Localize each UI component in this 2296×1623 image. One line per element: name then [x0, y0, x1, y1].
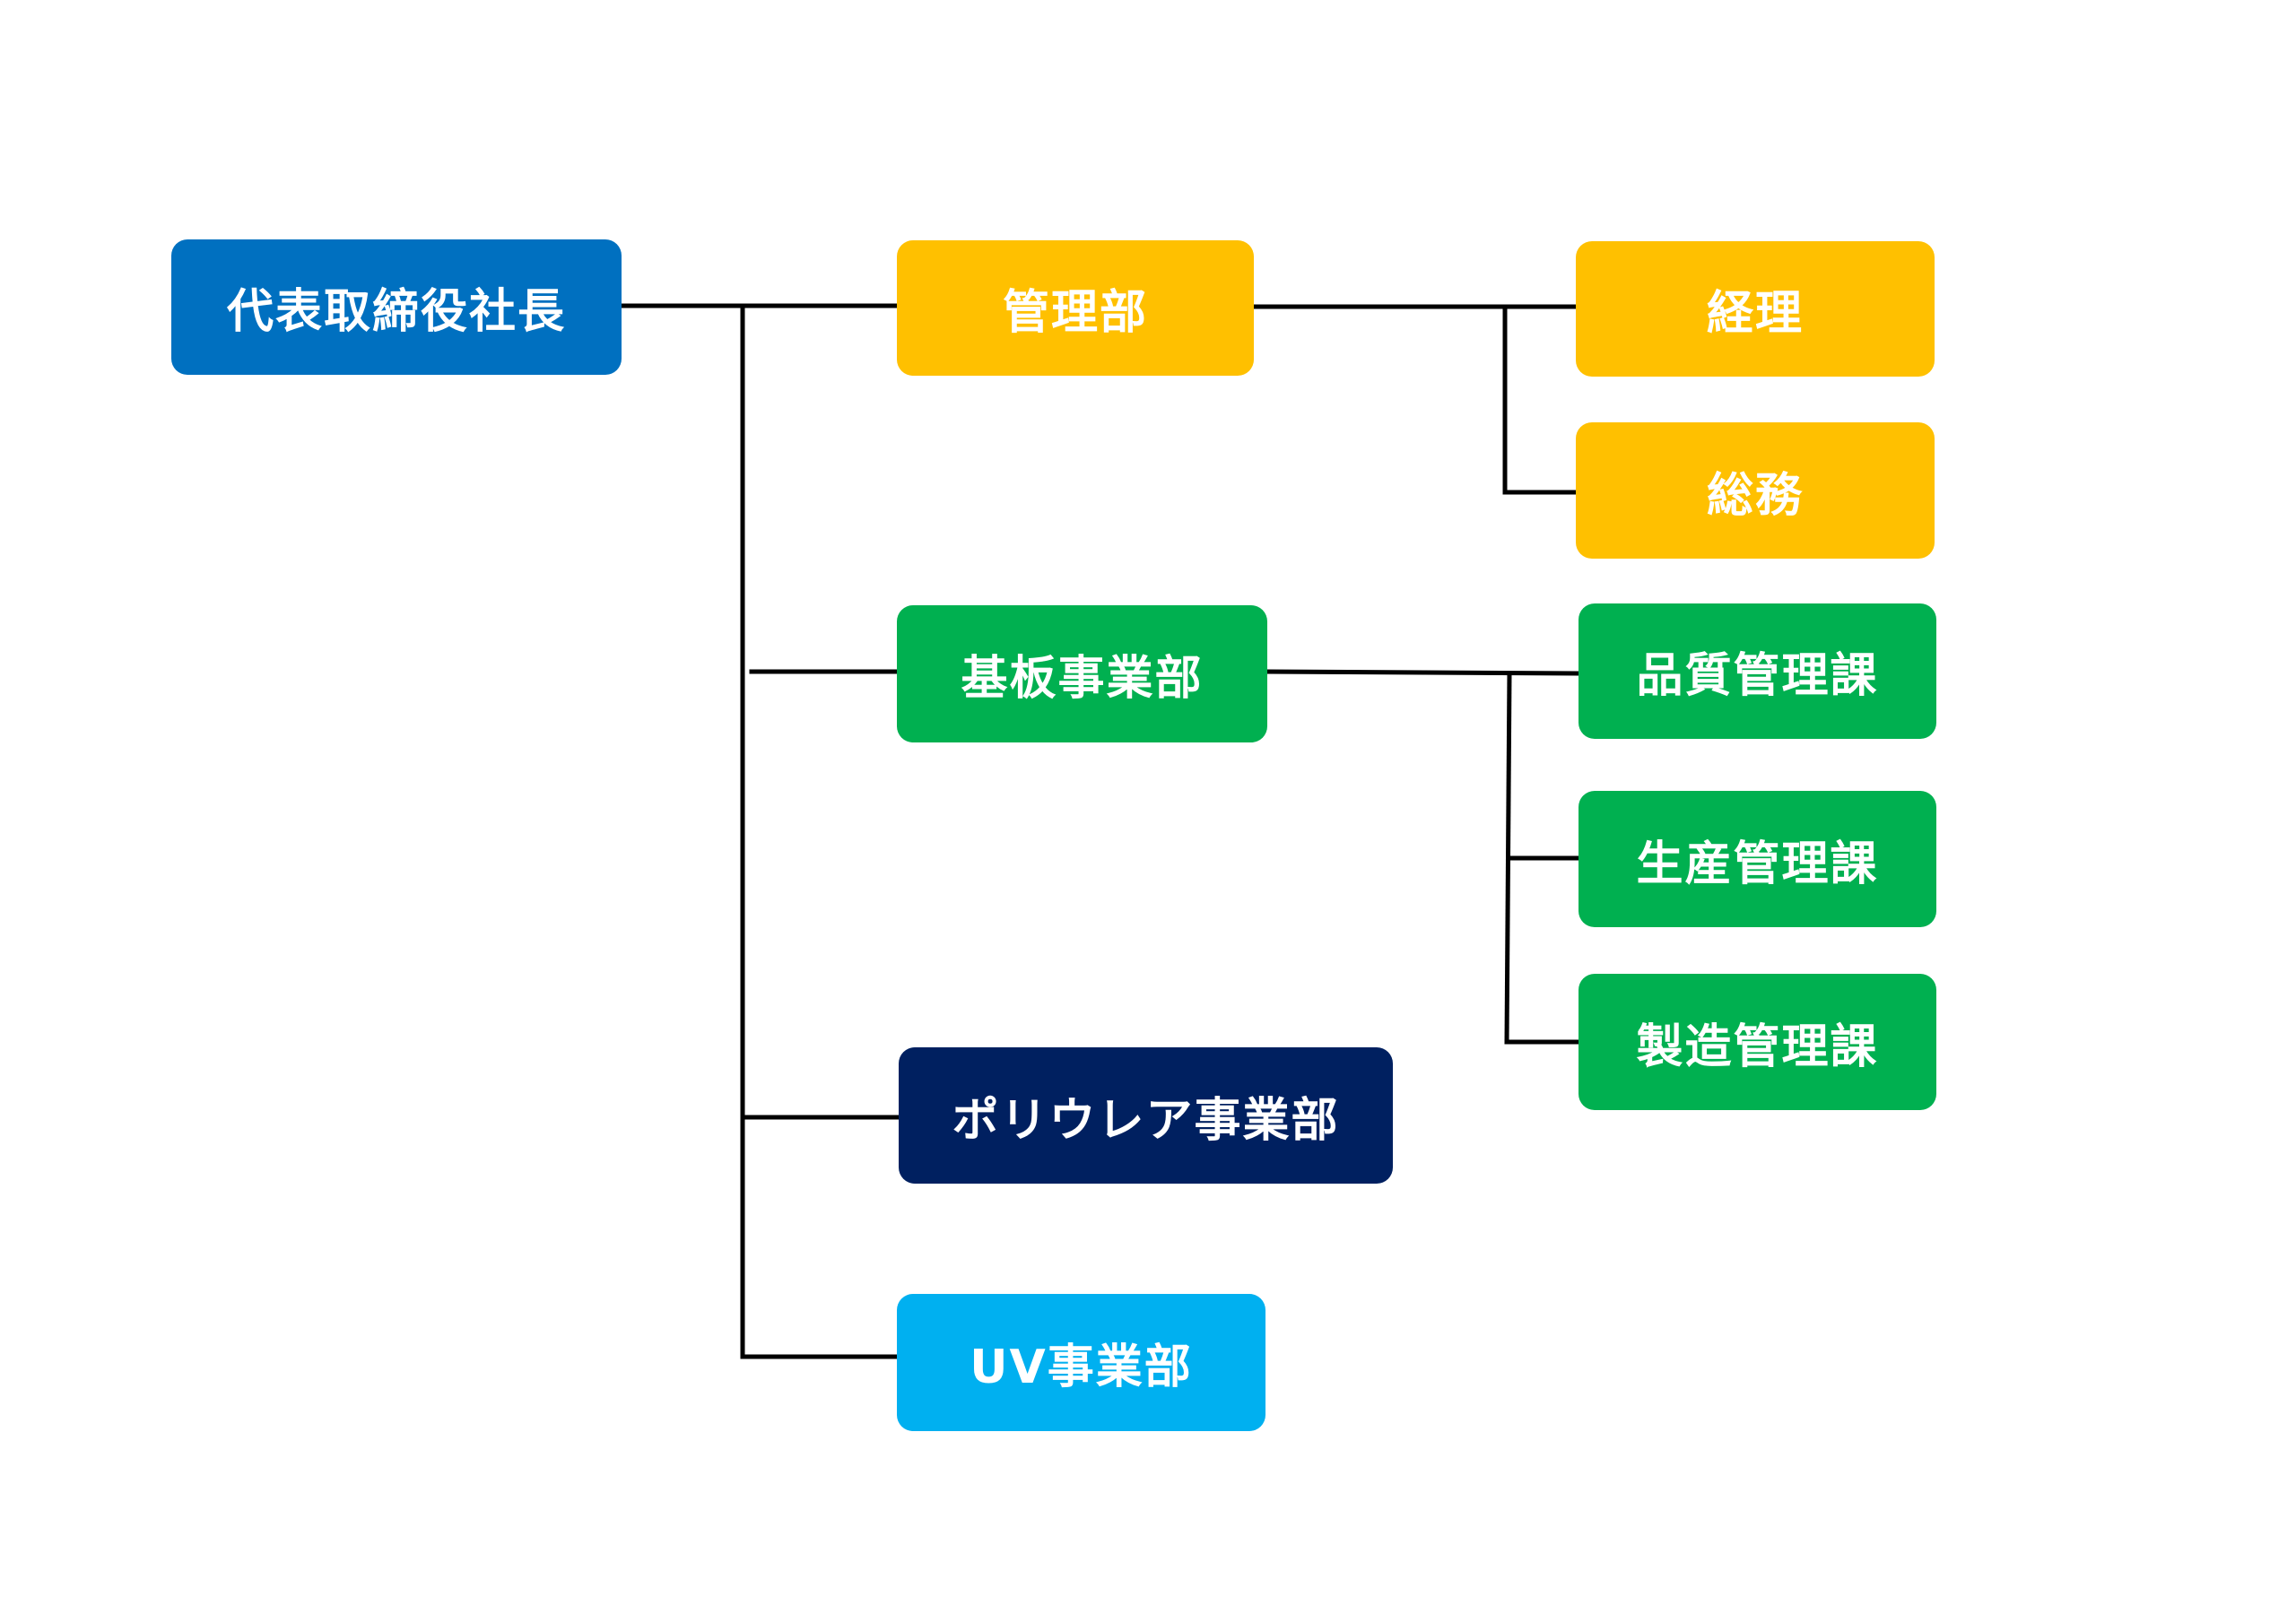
substrate-division-label: 基板事業部 — [961, 652, 1204, 706]
admin-department-label: 管理部 — [1002, 286, 1148, 340]
quality-control-label: 品質管理課 — [1636, 649, 1879, 703]
polyurea-division-label: ポリウレア事業部 — [952, 1093, 1340, 1148]
accounting-label: 経理 — [1706, 287, 1804, 341]
production-control-box[interactable]: 生産管理課 — [1578, 791, 1936, 927]
substrate-branch-line — [1264, 669, 1579, 676]
general-affairs-label: 総務 — [1706, 468, 1804, 523]
quality-control-box[interactable]: 品質管理課 — [1578, 603, 1936, 739]
admin-department-box[interactable]: 管理部 — [897, 240, 1254, 376]
ceo-label: 代表取締役社長 — [226, 285, 566, 339]
ceo-box[interactable]: 代表取締役社長 — [171, 239, 622, 375]
manufacturing-control-box[interactable]: 製造管理課 — [1578, 974, 1936, 1110]
accounting-box[interactable]: 経理 — [1576, 241, 1935, 377]
polyurea-division-box[interactable]: ポリウレア事業部 — [899, 1047, 1393, 1184]
uv-division-label: UV事業部 — [970, 1341, 1193, 1394]
general-affairs-box[interactable]: 総務 — [1576, 422, 1935, 559]
uv-division-box[interactable]: UV事業部 — [897, 1294, 1265, 1431]
substrate-division-box[interactable]: 基板事業部 — [897, 605, 1267, 742]
production-control-label: 生産管理課 — [1636, 837, 1879, 891]
manufacturing-control-label: 製造管理課 — [1636, 1020, 1879, 1074]
